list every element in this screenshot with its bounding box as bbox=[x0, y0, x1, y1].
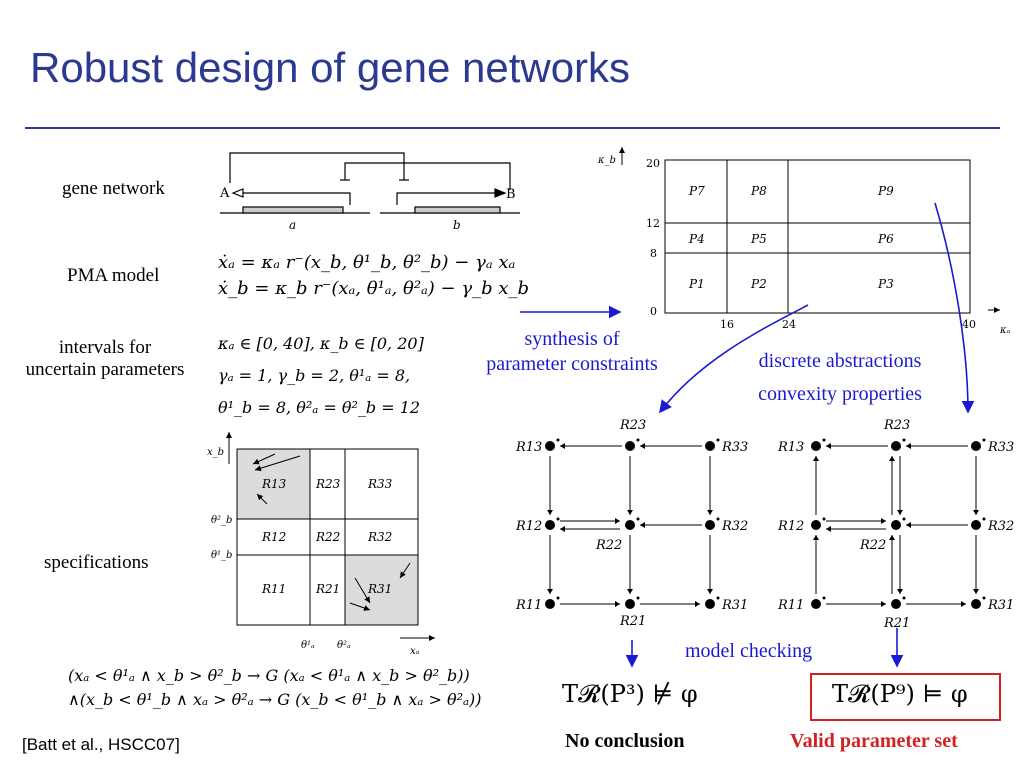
param-cell-p4: P4 bbox=[688, 232, 705, 246]
result-formula-p9: T𝓡(P⁹) ⊨ φ bbox=[832, 680, 968, 708]
p9-node-r22: R22 bbox=[859, 538, 886, 553]
p3-node-r23: R23 bbox=[619, 418, 646, 433]
param-cell-p3: P3 bbox=[877, 277, 894, 291]
inhibition-b-to-a bbox=[344, 162, 511, 190]
spec-cell-r23: R23 bbox=[315, 477, 341, 491]
param-y-tick-20: 20 bbox=[646, 157, 660, 170]
interval-definitions: κₐ ∈ [0, 40], κ_b ∈ [0, 20] γₐ = 1, γ_b … bbox=[218, 328, 424, 424]
spec-grid-frame bbox=[236, 448, 419, 626]
p9-node-r31: R31 bbox=[987, 598, 1014, 613]
param-x-tick-24: 24 bbox=[782, 318, 796, 331]
gene-b-label: b bbox=[453, 218, 461, 232]
interval-line-1: κₐ ∈ [0, 40], κ_b ∈ [0, 20] bbox=[218, 334, 424, 353]
highlight-cell-r13 bbox=[237, 449, 310, 519]
param-x-tick-40: 40 bbox=[962, 318, 976, 331]
p9-node-r12: R12 bbox=[777, 519, 804, 534]
spec-y-tick-1: θ²_b bbox=[211, 515, 232, 526]
inhibition-a-to-b bbox=[229, 152, 405, 183]
label-specifications: specifications bbox=[44, 552, 149, 573]
label-intervals-line1: intervals for bbox=[58, 337, 152, 358]
gene-a-product-label: A bbox=[219, 186, 230, 201]
pma-equation-a: ẋₐ = κₐ r⁻(x_b, θ¹_b, θ²_b) − γₐ xₐ bbox=[218, 252, 516, 273]
verdict-valid-parameter-set: Valid parameter set bbox=[790, 730, 958, 752]
pma-equation-b: ẋ_b = κ_b r⁻(xₐ, θ¹ₐ, θ²ₐ) − γ_b x_b bbox=[218, 278, 530, 299]
highlight-cell-r31 bbox=[345, 555, 418, 625]
param-cell-p7: P7 bbox=[688, 184, 705, 198]
spec-x-tick-2: θ²ₐ bbox=[337, 640, 351, 651]
param-y-tick-0: 0 bbox=[650, 305, 657, 318]
label-pma-model: PMA model bbox=[67, 265, 160, 286]
spec-cell-r12: R12 bbox=[261, 530, 286, 544]
param-grid-frame bbox=[664, 159, 971, 314]
spec-formula-line-2: ∧(x_b < θ¹_b ∧ xₐ > θ²ₐ → G (x_b < θ¹_b … bbox=[68, 690, 482, 709]
p3-node-r31: R31 bbox=[721, 598, 748, 613]
annotation-abstractions-line1: discrete abstractions bbox=[758, 350, 922, 372]
specification-grid: x_b xₐ θ²_b θ¹_b θ¹ₐ θ²ₐ R13 R23 R33 R12… bbox=[207, 432, 435, 657]
param-x-axis-label: κₐ bbox=[999, 325, 1011, 336]
spec-cell-r32: R32 bbox=[367, 530, 392, 544]
p9-node-r13: R13 bbox=[777, 440, 804, 455]
p3-node-r33: R33 bbox=[721, 440, 748, 455]
spec-formula: (xₐ < θ¹ₐ ∧ x_b > θ²_b → G (xₐ < θ¹ₐ ∧ x… bbox=[68, 664, 481, 712]
citation: [Batt et al., HSCC07] bbox=[22, 735, 180, 754]
spec-x-axis-label: xₐ bbox=[410, 646, 420, 657]
spec-cell-r11: R11 bbox=[261, 582, 286, 596]
pma-equations: ẋₐ = κₐ r⁻(x_b, θ¹_b, θ²_b) − γₐ xₐ ẋ_b … bbox=[218, 250, 529, 302]
spec-cell-r13: R13 bbox=[261, 477, 287, 491]
spec-formula-line-1: (xₐ < θ¹ₐ ∧ x_b > θ²_b → G (xₐ < θ¹ₐ ∧ x… bbox=[68, 666, 470, 685]
parameter-grid: κ_b κₐ 20 12 8 0 16 24 40 P7 P8 P9 P4 P5… bbox=[597, 147, 1011, 336]
spec-y-axis-label: x_b bbox=[207, 447, 224, 458]
spec-x-tick-1: θ¹ₐ bbox=[301, 640, 315, 651]
valid-result-box bbox=[810, 673, 1001, 721]
verdict-no-conclusion: No conclusion bbox=[565, 730, 685, 752]
spec-y-tick-2: θ¹_b bbox=[211, 550, 232, 561]
param-y-tick-12: 12 bbox=[646, 217, 660, 230]
label-intervals: intervals for uncertain parameters bbox=[10, 337, 200, 381]
param-y-axis-label: κ_b bbox=[597, 155, 616, 166]
param-y-tick-8: 8 bbox=[650, 247, 657, 260]
title-rule bbox=[25, 127, 1000, 129]
param-cell-p9: P9 bbox=[877, 184, 894, 198]
param-cell-p1: P1 bbox=[688, 277, 705, 291]
spec-cell-r31: R31 bbox=[367, 582, 392, 596]
param-cell-p6: P6 bbox=[877, 232, 894, 246]
label-intervals-line2: uncertain parameters bbox=[25, 359, 185, 380]
p3-node-r11: R11 bbox=[515, 598, 542, 613]
interval-line-3: θ¹_b = 8, θ²ₐ = θ²_b = 12 bbox=[218, 398, 421, 417]
gene-b-product-label: B bbox=[506, 187, 516, 202]
gene-a-label: a bbox=[289, 218, 296, 232]
spec-cell-r22: R22 bbox=[315, 530, 340, 544]
annotation-synthesis-line1: synthesis of bbox=[524, 328, 620, 350]
p3-node-r13: R13 bbox=[515, 440, 542, 455]
annotation-synthesis: synthesis of parameter constraints bbox=[462, 327, 682, 377]
param-cell-p5: P5 bbox=[750, 232, 767, 246]
annotation-synthesis-line2: parameter constraints bbox=[486, 353, 658, 375]
p3-node-r32: R32 bbox=[721, 519, 748, 534]
p3-node-r12: R12 bbox=[515, 519, 542, 534]
transition-graph-p9: R13 R23 R33 R12 R22 R32 R11 R21 R31 bbox=[777, 418, 1014, 630]
annotation-abstractions-line2: convexity properties bbox=[758, 383, 922, 405]
result-formula-p3: T𝓡(P³) ⊭ φ bbox=[562, 680, 698, 708]
annotation-abstractions: discrete abstractions convexity properti… bbox=[730, 345, 950, 411]
interval-line-2: γₐ = 1, γ_b = 2, θ¹ₐ = 8, bbox=[218, 366, 411, 385]
p9-node-r32: R32 bbox=[987, 519, 1014, 534]
param-cell-p2: P2 bbox=[750, 277, 767, 291]
p9-node-r33: R33 bbox=[987, 440, 1014, 455]
spec-cell-r21: R21 bbox=[315, 582, 340, 596]
p3-node-r21: R21 bbox=[619, 614, 646, 629]
p9-node-r23: R23 bbox=[883, 418, 910, 433]
spec-cell-r33: R33 bbox=[367, 477, 393, 491]
param-cell-p8: P8 bbox=[750, 184, 767, 198]
p9-node-r11: R11 bbox=[777, 598, 804, 613]
gene-network-diagram: A B a b bbox=[219, 152, 520, 232]
param-x-tick-16: 16 bbox=[720, 318, 734, 331]
slide-title: Robust design of gene networks bbox=[30, 44, 631, 91]
annotation-model-checking: model checking bbox=[685, 640, 813, 662]
p9-node-r21: R21 bbox=[883, 616, 910, 630]
transition-graph-p3: R13 R23 R33 R12 R22 R32 R11 R21 R31 bbox=[515, 418, 748, 629]
label-gene-network: gene network bbox=[62, 178, 165, 199]
p3-node-r22: R22 bbox=[595, 538, 622, 553]
